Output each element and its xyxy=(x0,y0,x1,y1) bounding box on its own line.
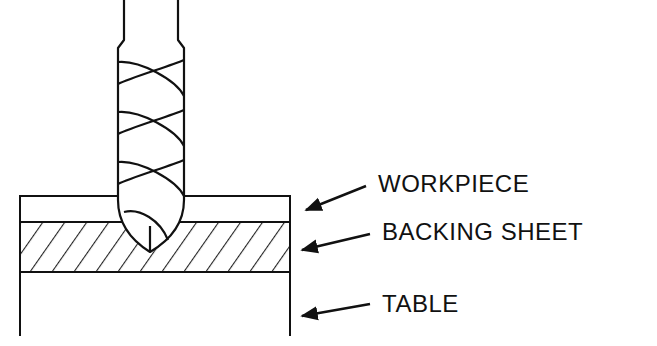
part-label: BACKING SHEET xyxy=(382,220,583,244)
leader-line xyxy=(302,234,370,250)
leader-line xyxy=(306,186,366,210)
table xyxy=(19,272,21,336)
table xyxy=(289,272,291,336)
part-label: TABLE xyxy=(382,292,459,316)
leader-line xyxy=(302,304,370,316)
drill-bit xyxy=(118,0,184,252)
part-label: WORKPIECE xyxy=(378,172,529,196)
